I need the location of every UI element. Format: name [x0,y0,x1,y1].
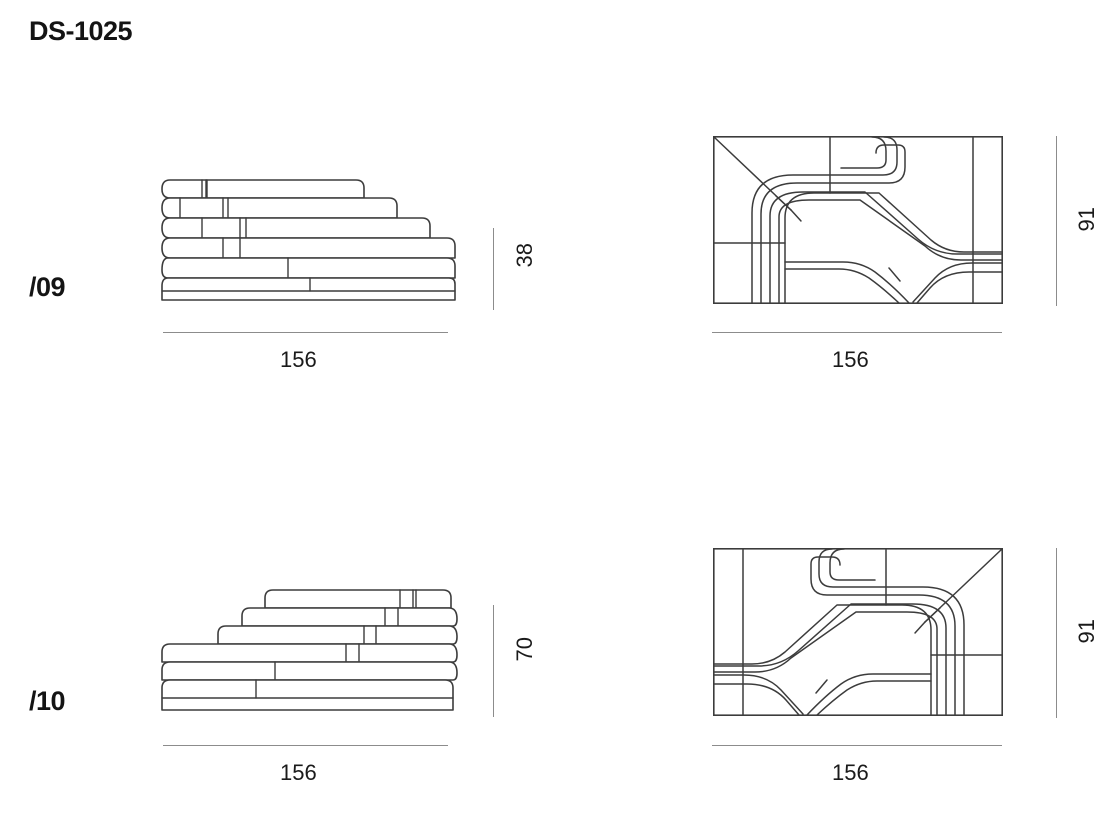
page-title: DS-1025 [29,16,133,46]
width-dim-line-10 [163,745,448,746]
side-elevation-09 [161,179,456,301]
variant-label-09: /09 [29,272,66,302]
width-dim-text-09: 156 [280,347,317,372]
depth-dim-text-10: 91 [1074,619,1099,644]
variant-label-10: /10 [29,686,66,716]
plan-width-dim-text-09: 156 [832,347,869,372]
plan-width-dim-line-10 [712,745,1002,746]
height-dim-text-09: 38 [512,243,537,268]
height-dim-text-10: 70 [512,637,537,662]
side-elevation-10 [161,589,458,711]
width-dim-line-09 [163,332,448,333]
plan-width-dim-line-09 [712,332,1002,333]
height-dim-line-09 [493,228,494,310]
depth-dim-text-09: 91 [1074,207,1099,232]
height-dim-line-10 [493,605,494,717]
plan-view-09 [713,136,1003,304]
plan-width-dim-text-10: 156 [832,760,869,785]
width-dim-text-10: 156 [280,760,317,785]
depth-dim-line-10 [1056,548,1057,718]
plan-view-10 [713,548,1003,716]
depth-dim-line-09 [1056,136,1057,306]
